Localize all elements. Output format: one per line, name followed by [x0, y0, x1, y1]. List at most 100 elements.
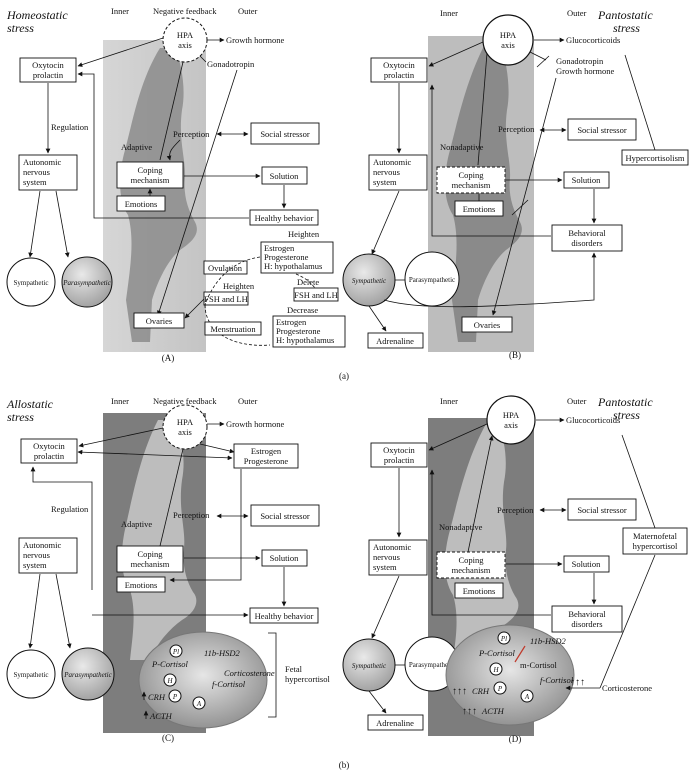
- panel-b-block-gonado: [536, 55, 550, 68]
- panel-a-outer-label: Outer: [238, 6, 258, 16]
- panel-c-arrow-oxy-estrogen: [77, 449, 233, 461]
- panel-c-uterus-illustration: [138, 631, 268, 729]
- panel-d-perception: Perception: [497, 505, 534, 515]
- panel-d-maternofetal-1: Maternofetal: [633, 531, 678, 541]
- panel-c-p-cortisol: P-Cortisol: [151, 659, 189, 669]
- panel-b-emotions: Emotions: [463, 204, 496, 214]
- panel-c-autonomic-box: [18, 537, 78, 574]
- panel-c-outer-label: Outer: [238, 396, 258, 406]
- panel-d-glucocorticoids: Glucocorticoids: [566, 415, 620, 425]
- panel-a-autonomic-box: [18, 154, 78, 191]
- panel-b-label: (B): [509, 350, 521, 360]
- panel-d-hpa-line2: axis: [504, 420, 518, 430]
- panel-b-sympathetic: Sympathetic: [352, 277, 387, 285]
- panel-d-line-hpa-coping: [467, 435, 494, 553]
- panel-d-social-stressor-box: [567, 498, 637, 521]
- panel-d-uterus-illustration: [445, 624, 575, 726]
- panel-d-autonomic-line1: Autonomic: [373, 542, 411, 552]
- panel-d-title-line2: stress: [613, 408, 640, 422]
- panel-d-parasympathetic: Parasympathetic: [409, 661, 455, 669]
- panel-a-cycle-dash-3: [295, 273, 316, 289]
- panel-d-behavioral-line1: Behavioral: [568, 609, 606, 619]
- panel-c-acth: ACTH: [149, 711, 173, 721]
- panel-d-behavioral-line2: disorders: [571, 619, 602, 629]
- panel-a-fsh-lh-2-box: [293, 287, 339, 302]
- panel-b-hpa-line2: axis: [501, 40, 515, 50]
- panel-b-autonomic-line1: Autonomic: [373, 157, 411, 167]
- panel-c-oxytocin-line2: prolactin: [34, 451, 65, 461]
- panel-c-p-node: [168, 689, 182, 703]
- panel-a-emotions: Emotions: [125, 199, 158, 209]
- panel-d-sympathetic: Sympathetic: [352, 662, 387, 670]
- panel-d-hpa-node: [486, 395, 536, 445]
- panel-d-arrow-ans-sym: [371, 575, 400, 639]
- panel-c-arrow-hpa-estrogen: [199, 443, 235, 454]
- panel-c-silhouette: [121, 420, 197, 660]
- panel-a-parasympathetic: Parasympathetic: [62, 279, 111, 287]
- panel-a-delete: Delete: [297, 277, 319, 287]
- panel-d-up-arrows-f: ↑↑↑: [570, 677, 585, 688]
- panel-b-behavioral-box: [551, 224, 623, 252]
- panel-d-pl: Pl: [500, 635, 507, 643]
- panel-a-emotions-box: [116, 195, 166, 212]
- panel-a-title-line2: stress: [7, 21, 34, 35]
- panel-a-ovulation: Ovulation: [208, 263, 243, 273]
- panel-d-coping-box: [436, 551, 506, 579]
- panel-a-social-stressor: Social stressor: [260, 129, 310, 139]
- panel-a-growth-hormone: Growth hormone: [226, 35, 285, 45]
- panel-c-healthy-behavior: Healthy behavior: [255, 611, 314, 621]
- panel-b-line-hpa-coping: [477, 52, 488, 166]
- panel-a-healthy-behavior: Healthy behavior: [255, 213, 314, 223]
- panel-c-pl: Pl: [172, 648, 179, 656]
- panel-a-social-stressor-box: [250, 122, 320, 145]
- panel-b-parasympathetic: Parasympathetic: [409, 276, 455, 284]
- panel-b-perception: Perception: [498, 124, 535, 134]
- panel-a-arrow-gonado-ovaries: [157, 69, 238, 316]
- panel-a-heighten-mid: Heighten: [223, 281, 255, 291]
- panel-a-line-hpa-coping: [159, 61, 184, 161]
- panel-c-hpa-line2: axis: [178, 427, 192, 437]
- panel-d-pl-node: [497, 631, 511, 645]
- panel-a-autonomic-line1: Autonomic: [23, 157, 61, 167]
- panel-d: Inner Outer Pantostatic stress HPA axis …: [342, 395, 688, 744]
- panel-c-coping-box: [116, 545, 184, 573]
- panel-a-ovaries-box: [133, 312, 185, 329]
- panel-a-estrogen-bot-1: Estrogen: [276, 317, 307, 327]
- panel-a-estrogen-top-2: Progesterone: [264, 252, 309, 262]
- panel-a-estrogen-bot-3: H: hypothalamus: [276, 335, 334, 345]
- panel-a-arrow-healthy-oxy: [77, 71, 249, 219]
- panel-a-solution: Solution: [270, 171, 300, 181]
- panel-b-social-stressor-box: [567, 118, 637, 141]
- panel-d-nonadaptive: Nonadaptive: [439, 522, 483, 532]
- panel-a-label: (A): [162, 353, 175, 363]
- panel-c-f-cortisol: f-Cortisol: [212, 679, 246, 689]
- panel-d-oxytocin-line2: prolactin: [384, 455, 415, 465]
- panel-b-oxytocin-box: [370, 57, 428, 83]
- panel-d-a: A: [524, 693, 530, 701]
- panel-b-title-line1: Pantostatic: [597, 8, 653, 22]
- panel-a-arrow-fsh-ovaries: [184, 298, 205, 319]
- panel-d-acth: ACTH: [481, 706, 505, 716]
- panel-b-hypercortisolism: Hypercortisolism: [625, 153, 684, 163]
- panel-c-perception: Perception: [173, 510, 210, 520]
- panel-c-h: H: [166, 677, 173, 685]
- panel-a-estrogen-top-3: H: hypothalamus: [264, 261, 322, 271]
- panel-c-emotions-box: [116, 576, 166, 593]
- panel-a-ovulation-box: [203, 260, 248, 275]
- panel-d-f-cortisol: f-Cortisol: [540, 675, 574, 685]
- panel-d-inner-label: Inner: [440, 396, 458, 406]
- panel-c-autonomic-line3: system: [23, 560, 47, 570]
- panel-c-coping-line2: mechanism: [131, 559, 170, 569]
- panel-c-autonomic-line1: Autonomic: [23, 540, 61, 550]
- panel-a-coping-line2: mechanism: [131, 175, 170, 185]
- panel-d-coping-line1: Coping: [458, 555, 484, 565]
- panel-a-arrow-ans-para: [55, 190, 70, 258]
- caption-a: (a): [339, 371, 349, 381]
- panel-b-block-emotions: [511, 199, 529, 216]
- panel-a-estrogen-top-box: [260, 241, 334, 274]
- panel-c-arrow-ans-para: [55, 573, 72, 649]
- panel-d-title-line1: Pantostatic: [597, 395, 653, 409]
- panel-b-arrow-behav-oxy: [429, 84, 551, 237]
- panel-a-gonadotropin: Gonadotropin: [207, 59, 255, 69]
- panel-c-a: A: [196, 700, 202, 708]
